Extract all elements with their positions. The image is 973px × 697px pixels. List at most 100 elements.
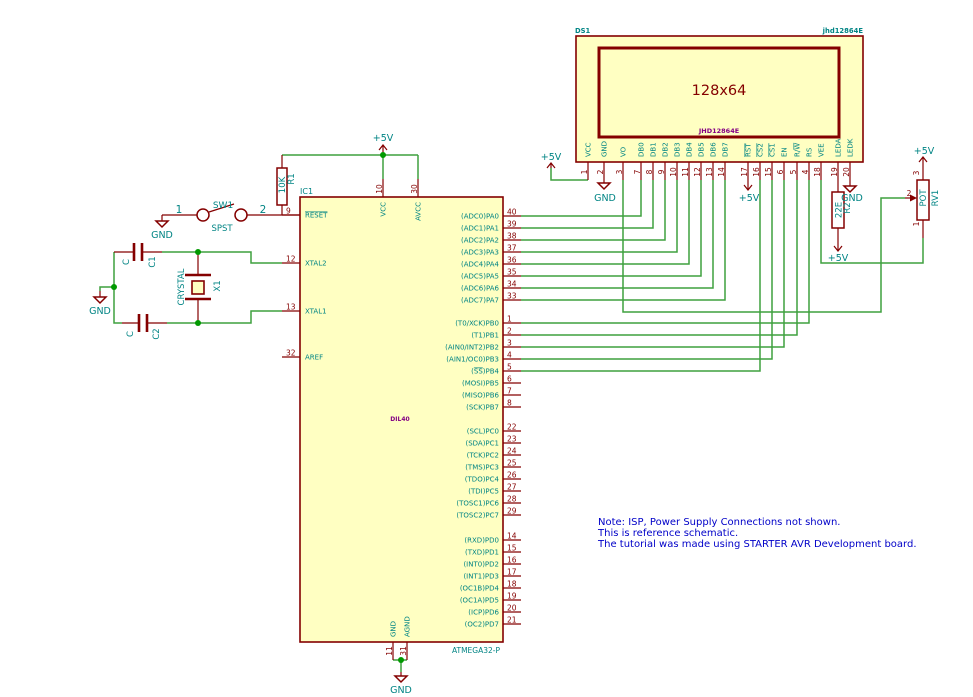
- pin-number: 16: [507, 556, 517, 565]
- ic1-pin-pd6: 20(ICP)PD6: [468, 604, 521, 617]
- lcd-display-text: 128x64: [692, 83, 747, 99]
- power-arrow-down-icon: [833, 245, 843, 252]
- power-label: +5V: [739, 193, 760, 204]
- sw1-contact-2: [234, 208, 248, 222]
- wire-pb4-to-cs2: [521, 180, 761, 372]
- pin-name: (SCL)PC0: [467, 428, 499, 436]
- ic1-pin-pb1: 2(T1)PB1: [471, 327, 521, 340]
- pin-name: (ADC5)PA5: [461, 273, 499, 281]
- pin-name: (ADC3)PA3: [461, 249, 499, 257]
- ground-ic1: GND: [390, 672, 412, 696]
- pin-name: DB2: [662, 142, 670, 157]
- junction-dot: [195, 249, 201, 255]
- pin-name: (ADC1)PA1: [461, 225, 499, 233]
- pin-name: VCC: [585, 142, 593, 157]
- ground-icon: [393, 675, 409, 684]
- pin-name: DB4: [686, 142, 694, 157]
- ic1-pin-pa0: 40(ADC0)PA0: [461, 208, 521, 221]
- pin-name: VO: [620, 146, 628, 157]
- pin-number: 6: [776, 169, 785, 174]
- pin-number: 19: [830, 167, 839, 177]
- pin-number: 16: [752, 167, 761, 177]
- power-arrow-down-icon: [743, 184, 753, 191]
- x1-crystal: CRYSTAL X1: [177, 252, 223, 323]
- pin-name: (INT0)PD2: [463, 561, 499, 569]
- ic1-footprint: DIL40: [390, 416, 409, 423]
- pin-number: 1: [580, 169, 589, 174]
- wire-pb0-to-rs: [521, 180, 810, 324]
- ic1-value: ATMEGA32-P: [452, 646, 501, 655]
- pin-name: VCC: [380, 202, 388, 217]
- power-arrow-up-icon: [546, 162, 556, 169]
- ic1-pin-pa4: 36(ADC4)PA4: [461, 256, 521, 269]
- pin-name: (AIN1/OC0)PB3: [446, 356, 499, 364]
- ic1-pin-pd2: 16 (INT0)PD2: [463, 556, 521, 569]
- pin-number: 10: [669, 167, 678, 177]
- pin-number: 25: [507, 459, 517, 468]
- power-5v-lcd-vcc: +5V: [541, 152, 562, 169]
- lcd-pin-en: 6EN: [776, 147, 789, 180]
- ic1-pin-pb2: 3(AIN0/INT2)PB2: [445, 339, 521, 352]
- sw1-reference: SW1: [213, 201, 233, 211]
- r2-reference: R2: [843, 202, 853, 213]
- pin-number: 39: [507, 220, 517, 229]
- pin-number: 13: [705, 167, 714, 177]
- note-line: This is reference schematic.: [597, 528, 738, 539]
- pin-number: 8: [507, 399, 512, 408]
- pin-name: (ADC4)PA4: [461, 261, 500, 269]
- pin-name: (TCK)PC2: [467, 452, 499, 460]
- lcd-model-text: JHD12864E: [698, 127, 739, 135]
- sw1-pin-1-number: 1: [176, 204, 183, 216]
- ic1-pin-pd3: 17(INT1)PD3: [463, 568, 521, 581]
- ic1-pin-pb7: 8 (SCK)PB7: [466, 399, 521, 412]
- ground-label: GND: [594, 193, 616, 204]
- wire-pb1-to-r-w: [521, 180, 798, 336]
- pin-number: 34: [507, 280, 517, 289]
- pin-number: 24: [507, 447, 517, 456]
- sw1-pin-2-number: 2: [260, 204, 267, 216]
- ground-label: GND: [89, 306, 111, 317]
- x1-reference: X1: [213, 280, 223, 291]
- ic1-pin-pc6: 28(TOSC1)PC6: [456, 495, 521, 508]
- ground-label: GND: [151, 230, 173, 241]
- pin-number: 2: [596, 169, 605, 174]
- pin-number: 6: [507, 375, 512, 384]
- pin-name: R/W: [794, 143, 802, 157]
- power-5v-r2: +5V: [828, 245, 849, 264]
- pin-name: (TXD)PD1: [465, 549, 499, 557]
- pin-number: 8: [645, 169, 654, 174]
- power-arrow-up-icon: [918, 156, 928, 163]
- pin-name: AVCC: [415, 202, 423, 221]
- ground-crystal: GND: [89, 291, 111, 317]
- pin-number: 18: [813, 167, 822, 177]
- pin-name: (MOSI)PB5: [462, 380, 499, 388]
- power-5v-ic1: +5V: [373, 133, 394, 155]
- ic1-pin-pa6: 34(ADC6)PA6: [461, 280, 521, 293]
- ic1-pin-pb5: 6 (MOSI)PB5: [462, 375, 521, 388]
- lcd-value: jhd12864E: [822, 27, 864, 35]
- pin-name: (ADC7)PA7: [461, 297, 499, 305]
- pin-number: 22: [507, 423, 517, 432]
- note-block: Note: ISP, Power Supply Connections not …: [597, 517, 917, 550]
- pin-number: 14: [507, 532, 517, 541]
- pin-name: GND: [390, 621, 398, 637]
- pin-number: 31: [399, 646, 408, 656]
- r1-reference: R1: [287, 173, 297, 184]
- ic1-pin-pa7: 33(ADC7)PA7: [461, 292, 521, 305]
- rv1-value: POT: [919, 189, 929, 207]
- pin-number: 20: [842, 167, 851, 177]
- pin-name: (TDI)PC5: [468, 488, 499, 496]
- pin-number: 17: [740, 167, 749, 177]
- pin-name: DB7: [722, 142, 730, 157]
- rv1-pin-1-number: 1: [912, 221, 921, 226]
- pin-name: (SCK)PB7: [466, 404, 499, 412]
- r1-value: 10K: [278, 176, 288, 193]
- pin-name: (OC1A)PD5: [460, 597, 499, 605]
